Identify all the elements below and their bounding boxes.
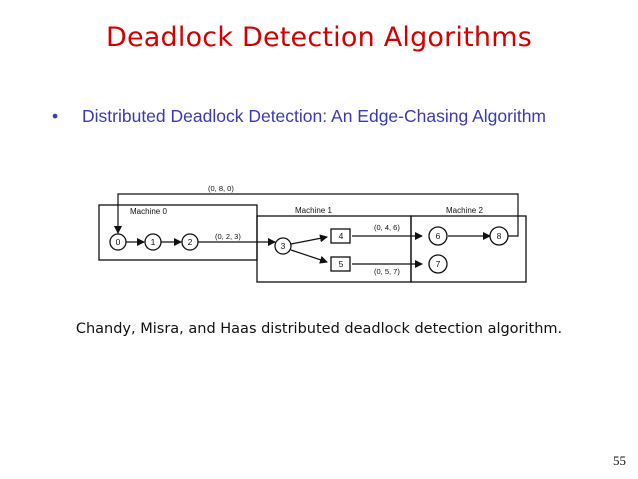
figure-caption: Chandy, Misra, and Haas distributed dead… (75, 321, 563, 337)
edge-p8-p0: (0, 8, 0) (114, 184, 519, 237)
bullet-marker: • (52, 106, 59, 126)
edge-p2-p3: (0, 2, 3) (198, 232, 276, 246)
slide-title: Deadlock Detection Algorithms (105, 22, 532, 53)
process-node-4: 4 (330, 228, 351, 244)
svg-text:6: 6 (436, 231, 441, 241)
edge-p5-p7: (0, 5, 7) (352, 260, 423, 276)
svg-text:5: 5 (339, 259, 344, 269)
svg-text:4: 4 (339, 231, 344, 241)
process-node-2: 2 (181, 233, 199, 251)
bullet-text: Distributed Deadlock Detection: An Edge-… (82, 106, 546, 126)
deadlock-diagram: Machine 0 Machine 1 Machine 2 (0, 8, 0) … (98, 184, 527, 283)
machine-0-label: Machine 0 (130, 207, 167, 216)
process-node-8: 8 (489, 226, 509, 246)
probe-label-0-8-0: (0, 8, 0) (208, 184, 234, 193)
edge-p4-p6: (0, 4, 6) (352, 223, 423, 240)
probe-label-0-5-7: (0, 5, 7) (374, 267, 400, 276)
process-node-3: 3 (274, 237, 292, 255)
svg-text:3: 3 (281, 241, 286, 251)
process-node-7: 7 (428, 254, 448, 274)
process-node-1: 1 (144, 233, 162, 251)
svg-text:1: 1 (151, 237, 156, 247)
svg-text:8: 8 (497, 231, 502, 241)
svg-text:7: 7 (436, 259, 441, 269)
process-node-0: 0 (109, 233, 127, 251)
edge-p3-p4 (290, 234, 328, 245)
machine-1-label: Machine 1 (295, 206, 332, 215)
edge-p3-p5 (290, 249, 328, 264)
machine-2-box: Machine 2 (410, 206, 527, 283)
machine-2-label: Machine 2 (446, 206, 483, 215)
page-number: 55 (613, 453, 626, 468)
svg-text:0: 0 (116, 237, 121, 247)
probe-label-0-4-6: (0, 4, 6) (374, 223, 400, 232)
process-node-6: 6 (428, 226, 448, 246)
probe-label-0-2-3: (0, 2, 3) (215, 232, 241, 241)
svg-text:2: 2 (188, 237, 193, 247)
process-node-5: 5 (330, 256, 351, 272)
